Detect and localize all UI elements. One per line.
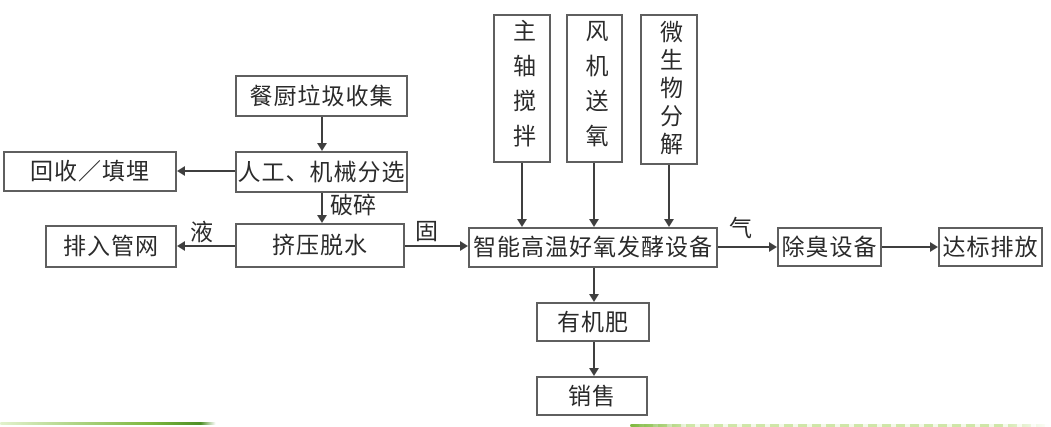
arrowhead-right-icon [930, 242, 938, 252]
node-label: 销售 [568, 383, 616, 409]
node-recycle-landfill: 回收／填埋 [3, 151, 177, 192]
arrowhead-left-icon [177, 241, 185, 251]
arrowhead-left-icon [177, 166, 185, 176]
edge-fertilizer-to-sale [593, 342, 595, 368]
edge-collect-to-sorting [321, 117, 323, 145]
edge-ferment-to-deodor [718, 246, 769, 248]
arrowhead-down-icon [589, 294, 599, 302]
node-sales: 销售 [536, 376, 648, 416]
arrowhead-down-icon [317, 215, 327, 223]
node-label: 挤压脱水 [272, 233, 368, 258]
node-label: 智能高温好氧发酵设备 [473, 235, 713, 260]
node-label: 主轴搅拌 [509, 18, 535, 159]
edge-sorting-to-recycle [185, 170, 235, 172]
node-label: 回收／填埋 [30, 159, 150, 184]
node-aerobic-fermentation-equipment: 智能高温好氧发酵设备 [468, 227, 718, 268]
edge-ferment-to-fertilizer [593, 268, 595, 294]
node-label: 有机肥 [557, 309, 629, 335]
edge-label-crush: 破碎 [330, 193, 376, 218]
arrowhead-right-icon [460, 241, 468, 251]
node-compliant-emission: 达标排放 [938, 227, 1043, 267]
node-deodorization-equipment: 除臭设备 [777, 227, 882, 267]
edge-label-solid: 固 [415, 219, 438, 244]
node-squeeze-dewatering: 挤压脱水 [235, 223, 405, 268]
node-manual-mechanical-sorting: 人工、机械分选 [235, 151, 408, 193]
edge-label-gas: 气 [729, 216, 752, 241]
arrowhead-right-icon [769, 242, 777, 252]
node-label: 除臭设备 [781, 234, 878, 260]
edge-dewater-to-pipe [185, 245, 235, 247]
edge-stir-to-ferment [521, 163, 523, 219]
edge-deodor-to-discharge [882, 246, 930, 248]
arrowhead-down-icon [664, 219, 674, 227]
green-dashed-line-right [630, 424, 1051, 427]
arrowhead-down-icon [589, 219, 599, 227]
edge-dewater-to-ferment [405, 245, 460, 247]
node-main-shaft-stirring: 主轴搅拌 [493, 14, 551, 163]
edge-fan-to-ferment [593, 163, 595, 219]
node-label: 达标排放 [942, 234, 1039, 260]
node-fan-oxygen-supply: 风机送氧 [566, 14, 623, 163]
node-label: 排入管网 [63, 234, 159, 259]
arrowhead-down-icon [317, 143, 327, 151]
node-label: 餐厨垃圾收集 [249, 83, 394, 109]
edge-label-liquid: 液 [190, 220, 213, 245]
node-organic-fertilizer: 有机肥 [536, 302, 650, 342]
node-discharge-to-pipe-network: 排入管网 [45, 225, 177, 268]
node-waste-collection: 餐厨垃圾收集 [235, 75, 408, 117]
arrowhead-down-icon [517, 219, 527, 227]
node-label: 人工、机械分选 [237, 159, 406, 185]
edge-microbe-to-ferment [668, 165, 670, 219]
node-label: 微生物分解 [656, 19, 682, 160]
node-label: 风机送氧 [582, 18, 607, 159]
node-microbial-decomposition: 微生物分解 [640, 14, 698, 165]
arrowhead-down-icon [589, 368, 599, 376]
edge-sorting-to-dewater [321, 193, 323, 216]
green-gradient-line-left [0, 422, 216, 425]
